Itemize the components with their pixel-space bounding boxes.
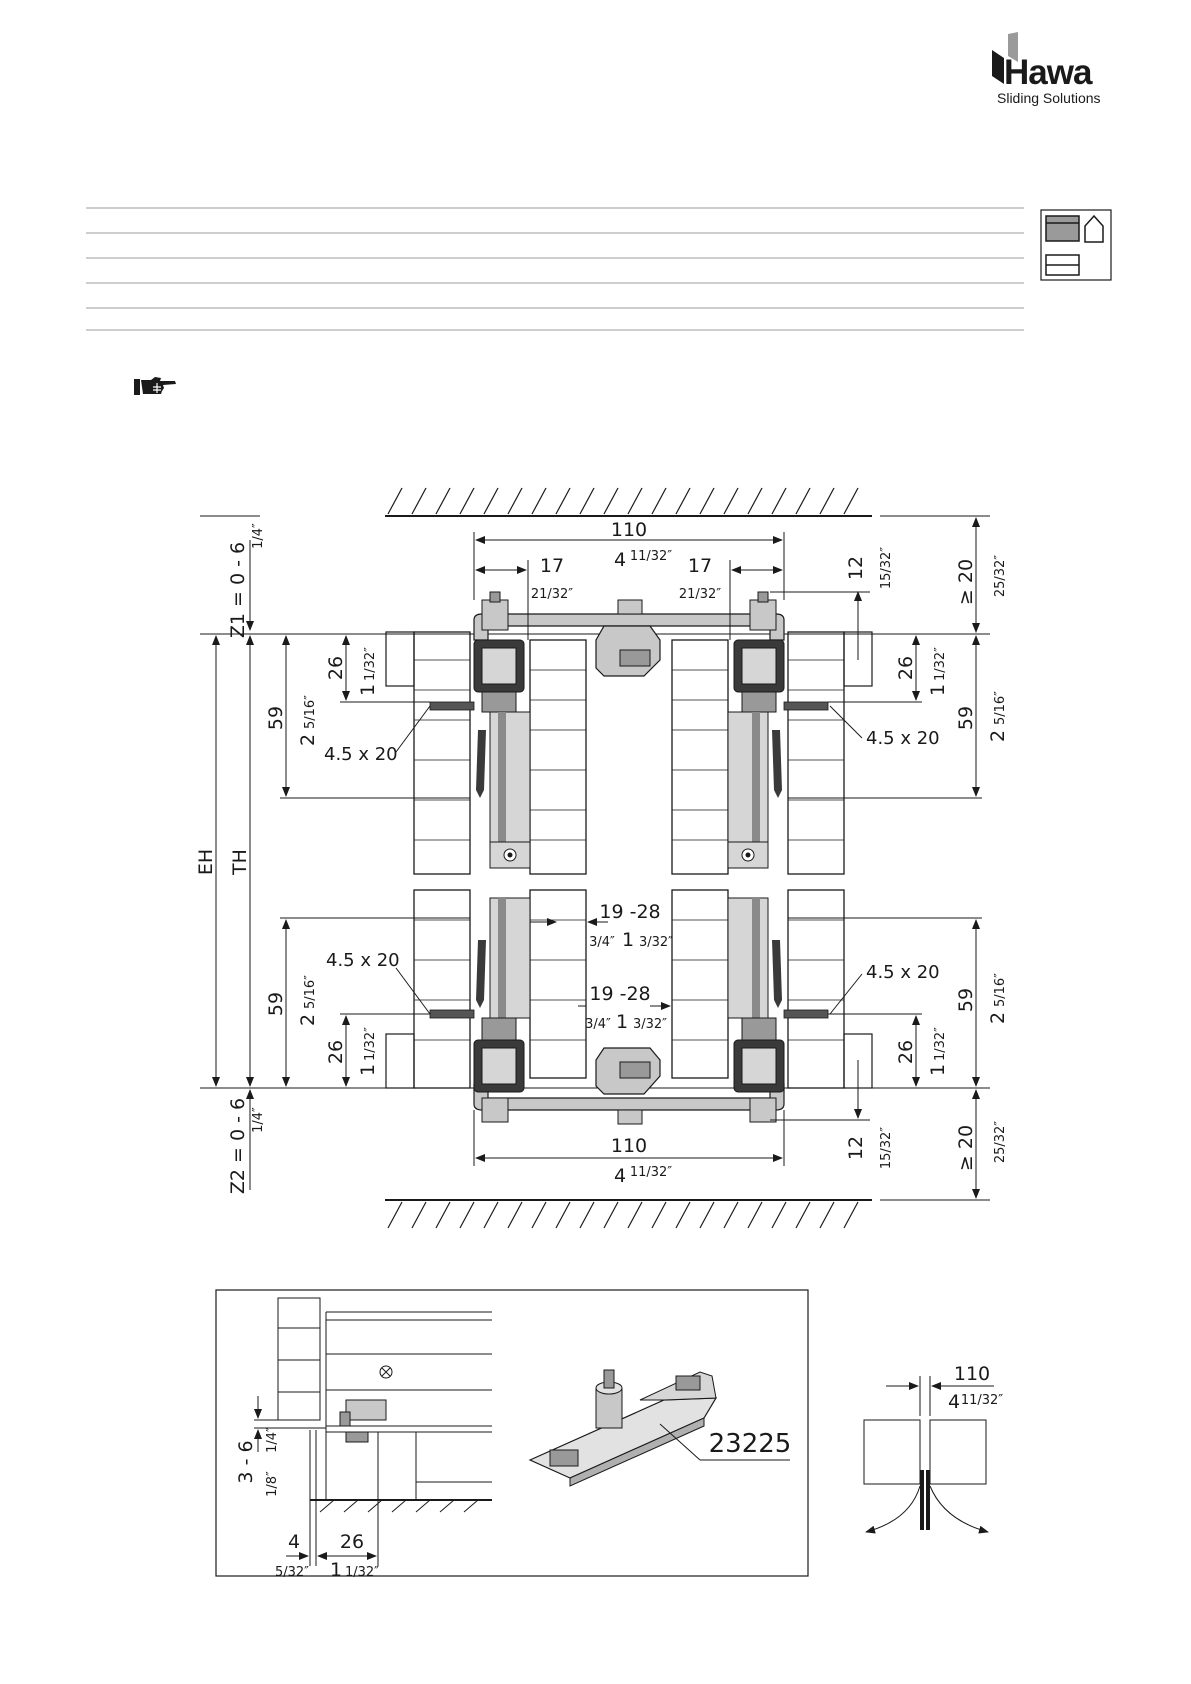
dim-26-top-left-inch: 1 bbox=[357, 684, 379, 696]
dim-bottom-width-mm: 110 bbox=[611, 1135, 647, 1157]
panel-icon bbox=[1045, 254, 1080, 276]
dim-z1-label: Z1 = 0 - 6 bbox=[227, 542, 249, 638]
dim-thickness-bottom-mm: 19 -28 bbox=[589, 983, 650, 1005]
dim-z2-label: Z2 = 0 - 6 bbox=[227, 1098, 249, 1194]
dim-26-bottom-right-inch: 1 bbox=[927, 1064, 949, 1076]
part-number-label: 23225 bbox=[709, 1429, 792, 1459]
dim-26-bottom-left-frac: 1/32″ bbox=[363, 1027, 378, 1061]
dim-26-bottom-left-inch: 1 bbox=[357, 1064, 379, 1076]
screw-label-bottom-right: 4.5 x 20 bbox=[866, 962, 940, 983]
dim-right-offset-frac: 21/32″ bbox=[679, 587, 721, 602]
detail-width-26-inch: 1 bbox=[330, 1559, 342, 1581]
detail-gap-mm: 3 - 6 bbox=[235, 1440, 257, 1483]
detail-width-4-frac: 5/32″ bbox=[275, 1565, 309, 1580]
dim-26-top-left-mm: 26 bbox=[325, 656, 347, 680]
dim-26-top-right-inch: 1 bbox=[927, 684, 949, 696]
detail-drawing: 3 - 6 1/8″ 1/4″ 4 5/32″ 26 1 1/32″ 23225 bbox=[215, 1289, 809, 1581]
dim-top-width-mm: 110 bbox=[611, 519, 647, 541]
dim-59-bottom-left-mm: 59 bbox=[265, 992, 287, 1016]
dim-clear-bottom-mm: ≥ 20 bbox=[955, 1125, 977, 1171]
door-panel-right-outer bbox=[787, 631, 845, 1089]
plan-width-mm: 110 bbox=[954, 1363, 990, 1385]
dim-59-top-left-mm: 59 bbox=[265, 706, 287, 730]
dim-bottom-width-inch: 4 bbox=[614, 1165, 626, 1187]
side-blocks bbox=[385, 631, 873, 1089]
dim-59-top-left-inch: 2 bbox=[297, 734, 319, 746]
detail-gap-inch-b: 1/4″ bbox=[265, 1427, 280, 1453]
dim-26-top-left-frac: 1/32″ bbox=[363, 647, 378, 681]
dim-26-bottom-right-mm: 26 bbox=[895, 1040, 917, 1064]
header-rules bbox=[86, 206, 1024, 332]
dim-thickness-bottom-inch-a: 3/4″ bbox=[585, 1017, 611, 1032]
dim-59-bottom-left-inch: 2 bbox=[297, 1014, 319, 1026]
dim-thickness-top-inch-b: 1 bbox=[622, 929, 634, 951]
plan-view-drawing: 110 4 11/32″ bbox=[863, 1363, 1003, 1534]
plan-width-frac: 11/32″ bbox=[961, 1393, 1003, 1408]
fitting-23225-isometric bbox=[528, 1369, 790, 1487]
dim-clear-top-mm: ≥ 20 bbox=[955, 559, 977, 605]
dim-59-top-right-mm: 59 bbox=[955, 706, 977, 730]
right-rail-assembly bbox=[727, 591, 785, 1123]
dim-12-top-frac: 15/32″ bbox=[879, 547, 894, 589]
door-panel-left-outer bbox=[413, 631, 471, 1089]
door-panel-right-inner bbox=[671, 639, 729, 1079]
screw-label-bottom-left: 4.5 x 20 bbox=[326, 950, 400, 971]
logo-mark-dark bbox=[992, 50, 1004, 84]
dim-59-bottom-right-frac: 5/16″ bbox=[993, 973, 1008, 1007]
dim-26-bottom-left-mm: 26 bbox=[325, 1040, 347, 1064]
dim-clear-top-frac: 25/32″ bbox=[993, 555, 1008, 597]
dim-12-top-mm: 12 bbox=[845, 556, 867, 580]
dim-26-top-right-mm: 26 bbox=[895, 656, 917, 680]
plan-width-inch: 4 bbox=[948, 1391, 960, 1413]
left-rail-assembly bbox=[473, 591, 531, 1123]
panel-house-icon bbox=[1045, 214, 1104, 243]
door-panel-left-inner bbox=[529, 639, 587, 1079]
detail-gap-inch-a: 1/8″ bbox=[265, 1471, 280, 1497]
pointing-hand-icon bbox=[133, 375, 177, 399]
brand-tagline: Sliding Solutions bbox=[997, 90, 1101, 106]
logo-mark bbox=[1008, 32, 1018, 62]
dim-26-bottom-right-frac: 1/32″ bbox=[933, 1027, 948, 1061]
dim-bottom-width-frac: 11/32″ bbox=[630, 1165, 672, 1180]
dim-left-offset-mm: 17 bbox=[540, 555, 564, 577]
detail-width-26-frac: 1/32″ bbox=[345, 1565, 379, 1580]
dim-59-bottom-right-inch: 2 bbox=[987, 1012, 1009, 1024]
dim-59-top-left-frac: 5/16″ bbox=[303, 695, 318, 729]
dim-thickness-bottom-inch-c: 3/32″ bbox=[633, 1017, 667, 1032]
dim-59-top-right-inch: 2 bbox=[987, 730, 1009, 742]
ceiling-hatch bbox=[385, 487, 872, 517]
dim-clear-bottom-frac: 25/32″ bbox=[993, 1121, 1008, 1163]
dim-thickness-top-mm: 19 -28 bbox=[599, 901, 660, 923]
dim-59-bottom-left-frac: 5/16″ bbox=[303, 975, 318, 1009]
dim-top-width-inch: 4 bbox=[614, 549, 626, 571]
th-label: TH bbox=[229, 849, 251, 876]
category-icon-box bbox=[1040, 209, 1112, 281]
dim-thickness-top-inch-c: 3/32″ bbox=[639, 935, 673, 950]
dim-right-offset-mm: 17 bbox=[688, 555, 712, 577]
detail-width-4-mm: 4 bbox=[288, 1531, 300, 1553]
screw-label-top-right: 4.5 x 20 bbox=[866, 728, 940, 749]
dim-26-top-right-frac: 1/32″ bbox=[933, 647, 948, 681]
bottom-bracket bbox=[473, 1047, 785, 1125]
dim-thickness-bottom-inch-b: 1 bbox=[616, 1011, 628, 1033]
dim-59-top-right-frac: 5/16″ bbox=[993, 691, 1008, 725]
dim-59-bottom-right-mm: 59 bbox=[955, 988, 977, 1012]
eh-label: EH bbox=[195, 849, 217, 875]
floor-hatch bbox=[385, 1199, 872, 1229]
dim-z1-frac: 1/4″ bbox=[251, 523, 266, 549]
screw-label-top-left: 4.5 x 20 bbox=[324, 744, 398, 765]
dim-thickness-top-inch-a: 3/4″ bbox=[589, 935, 615, 950]
dim-12-bottom-mm: 12 bbox=[845, 1136, 867, 1160]
top-bracket bbox=[473, 599, 785, 677]
brand-logo: Hawa Sliding Solutions bbox=[990, 32, 1130, 112]
dim-left-offset-frac: 21/32″ bbox=[531, 587, 573, 602]
dim-12-bottom-frac: 15/32″ bbox=[879, 1127, 894, 1169]
dim-top-width-frac: 11/32″ bbox=[630, 549, 672, 564]
detail-width-26-mm: 26 bbox=[340, 1531, 364, 1553]
dim-z2-frac: 1/4″ bbox=[251, 1107, 266, 1133]
brand-name: Hawa bbox=[1004, 53, 1093, 92]
